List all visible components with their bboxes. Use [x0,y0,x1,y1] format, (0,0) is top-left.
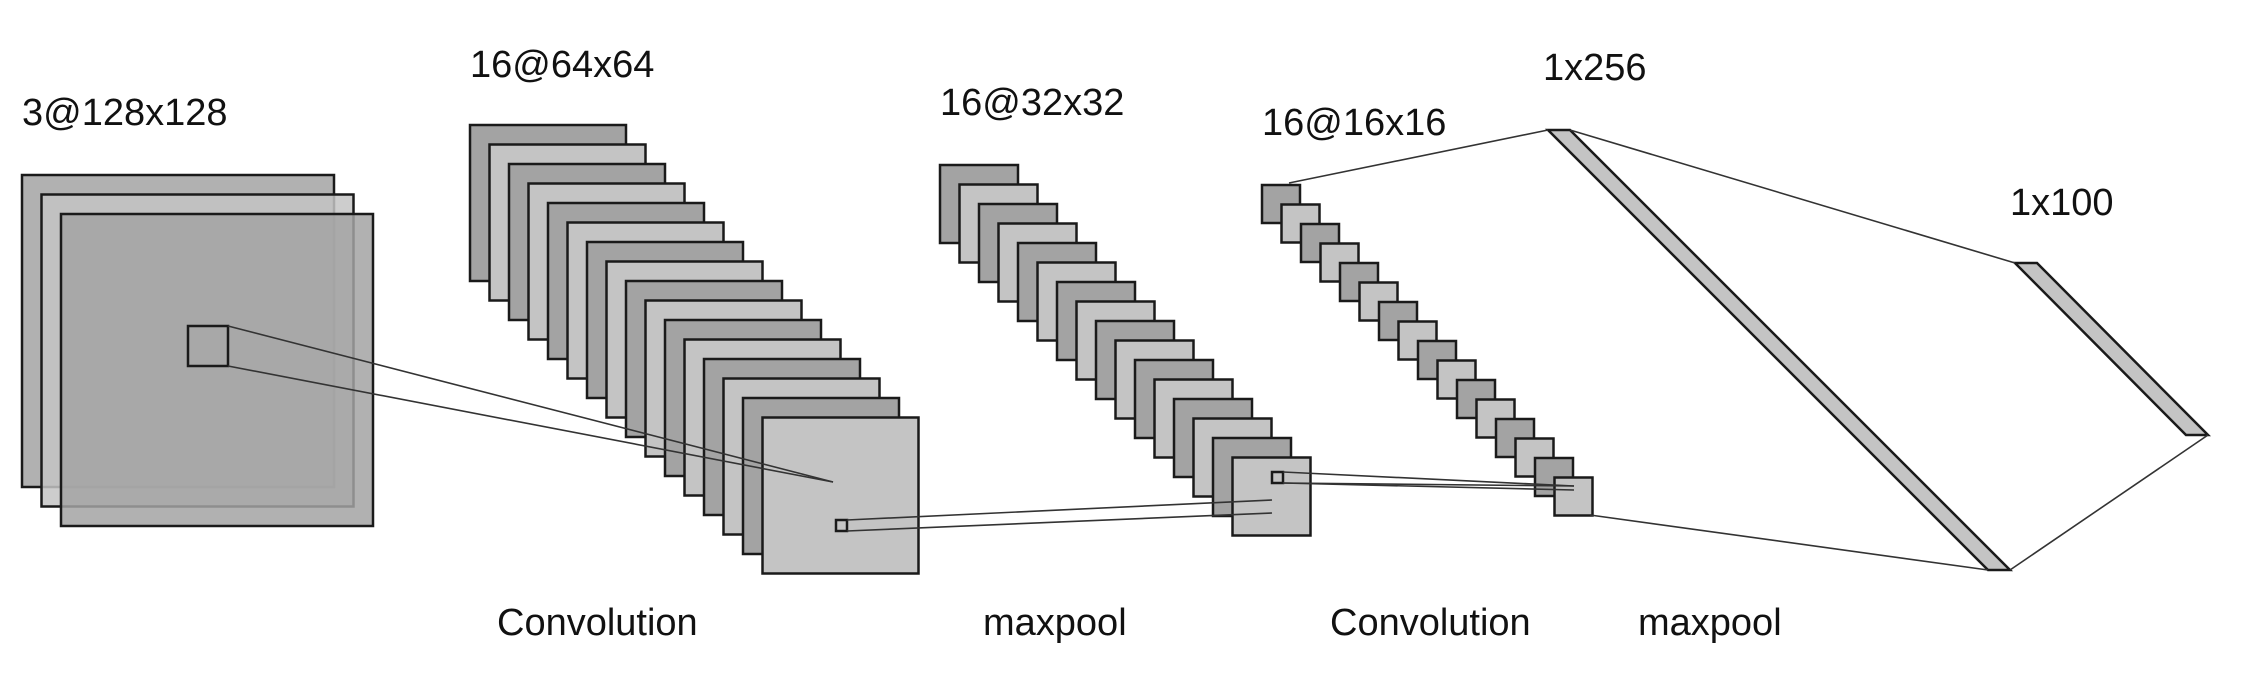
layer-label-pool1: 16@32x32 [940,82,1124,124]
feature-map-stack-input [20,173,375,528]
connection-line [1589,514,1989,571]
connection-line [227,365,834,483]
layer-label-conv2: 16@16x16 [1262,102,1446,144]
feature-map [59,212,375,528]
feature-map [761,416,920,575]
connection-line [1282,471,1575,487]
connection-line [227,325,834,483]
dense-layer-1x100 [2011,261,2212,437]
operation-label-convolution-2: Convolution [1330,602,1531,644]
operation-label-maxpool-2: maxpool [1638,602,1782,644]
layer-label-conv1: 16@64x64 [470,44,654,86]
dense-layer-1x256 [1544,128,2014,572]
feature-map [1553,476,1594,517]
feature-map-stack-conv2 [1260,183,1594,517]
operation-label-maxpool-1: maxpool [983,602,1127,644]
labels: 3@128x128 16@64x64 16@32x32 16@16x16 1x2… [22,44,2114,644]
connection-line [1569,129,2016,264]
connection-line [2009,434,2209,571]
feature-map-stack-conv1 [468,123,920,575]
layer-label-dense2: 1x100 [2010,182,2114,224]
connection-line [1282,482,1575,491]
pool1-receptive-window [1270,470,1285,485]
input-receptive-window [186,324,230,368]
feature-map [1231,456,1312,537]
layer-label-input: 3@128x128 [22,92,228,134]
connection-line [1288,129,1549,184]
layer-label-dense1: 1x256 [1543,47,1647,89]
connection-line [846,512,1273,532]
connection-line [846,499,1273,521]
feature-map-stacks [20,123,1594,575]
conv1-pool-window [834,518,849,533]
feature-map-stack-pool1 [938,163,1312,537]
dense-layers [1544,128,2212,572]
connection-lines [186,129,2209,571]
operation-label-convolution-1: Convolution [497,602,698,644]
